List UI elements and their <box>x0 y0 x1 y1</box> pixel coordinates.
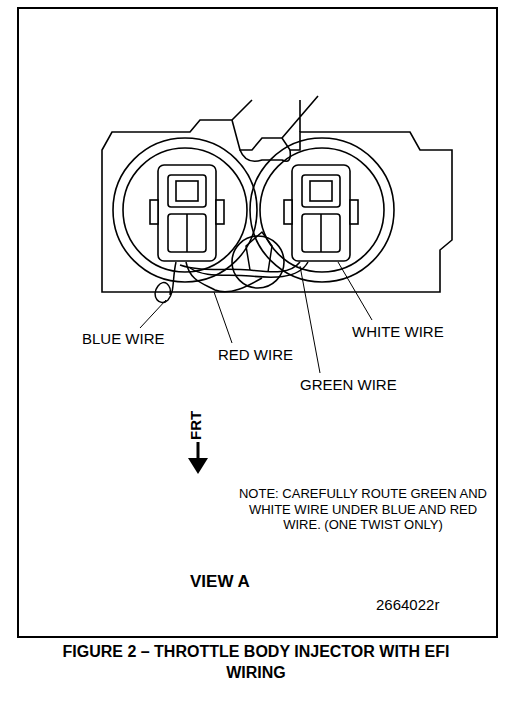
right-injector-connector <box>284 165 358 261</box>
connector-body <box>292 165 350 261</box>
view-label: VIEW A <box>190 572 250 592</box>
connector-latch <box>302 175 340 207</box>
wiring-harness <box>155 232 308 303</box>
leader-line <box>300 266 320 373</box>
left-injector-bore <box>123 148 247 272</box>
connector-tab <box>350 200 358 224</box>
hub-prongs <box>232 96 318 138</box>
wire-label: RED WIRE <box>218 346 293 363</box>
housing-rib <box>186 214 188 252</box>
leader-line <box>140 300 166 328</box>
figure-caption: FIGURE 2 – THROTTLE BODY INJECTOR WITH E… <box>46 642 466 684</box>
front-arrow <box>188 442 208 474</box>
connector-tab <box>284 200 292 224</box>
direction-label: FRT <box>187 411 204 440</box>
figure-frame <box>18 8 497 637</box>
connector-latch <box>168 175 206 207</box>
plate-outline <box>102 120 452 292</box>
red-wire <box>186 262 262 292</box>
left-injector-connector <box>150 165 224 261</box>
right-injector-well <box>250 138 394 282</box>
green-wire <box>180 262 300 272</box>
figure-number: 2664022r <box>376 596 439 613</box>
connector-housing <box>302 214 340 252</box>
connector-housing <box>168 214 206 252</box>
wire-label: GREEN WIRE <box>300 376 397 393</box>
wire-label: BLUE WIRE <box>82 330 165 347</box>
housing-rib <box>320 214 322 252</box>
connector-tab <box>150 200 158 224</box>
leader-line <box>214 292 232 343</box>
leader-lines <box>140 262 372 373</box>
note-text: NOTE: CAREFULLY ROUTE GREEN AND WHITE WI… <box>232 486 494 533</box>
connector-tab <box>216 200 224 224</box>
hub-notch <box>240 150 290 161</box>
arrow-head <box>188 458 208 474</box>
wire-clip <box>246 232 272 272</box>
right-injector-bore <box>260 148 384 272</box>
leader-line <box>338 262 372 320</box>
wire-label: WHITE WIRE <box>352 323 444 340</box>
blue-wire <box>155 262 176 303</box>
throttle-body-plate <box>102 96 452 292</box>
left-injector-well <box>113 138 257 282</box>
connector-body <box>158 165 216 261</box>
latch-window <box>176 181 198 201</box>
latch-window <box>310 181 332 201</box>
